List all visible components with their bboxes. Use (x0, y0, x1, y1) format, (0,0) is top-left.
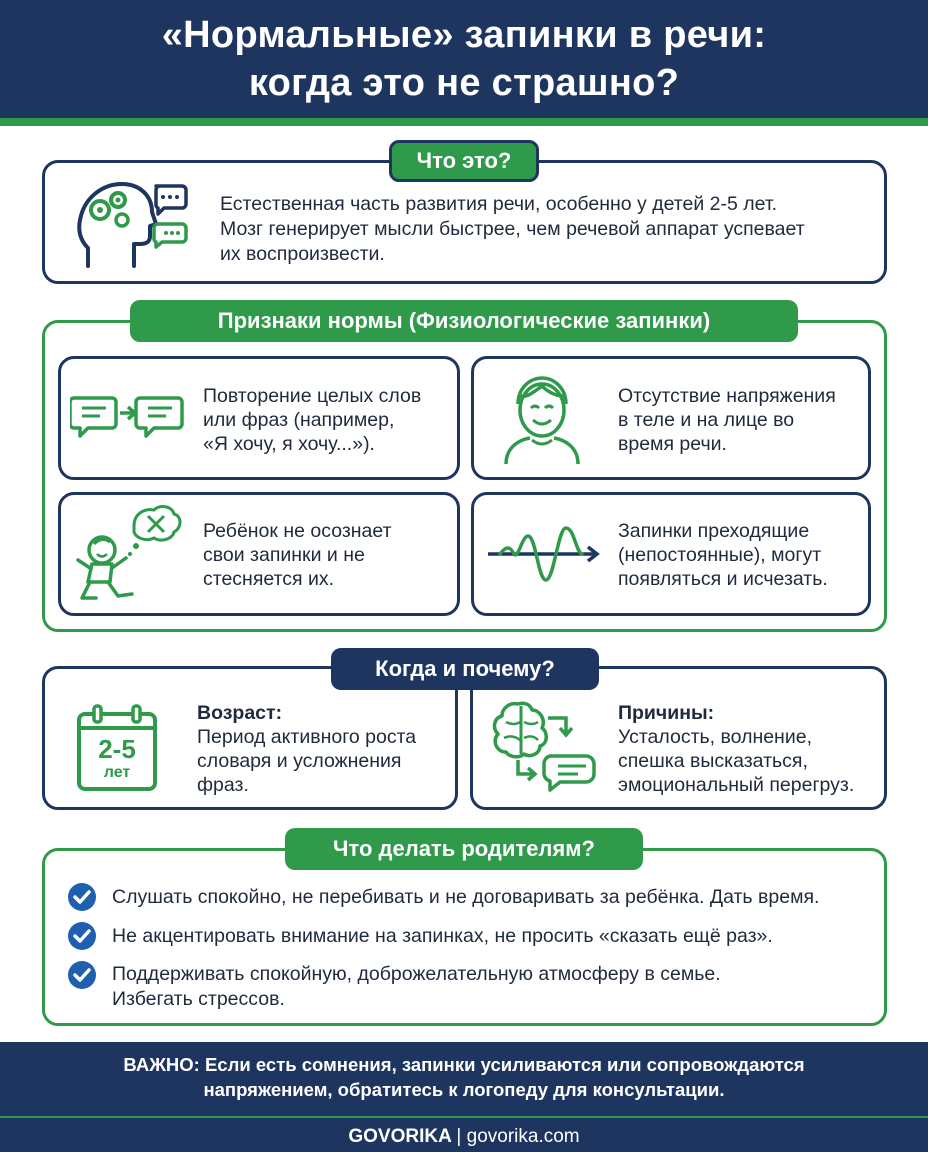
important-label: ВАЖНО: (123, 1054, 200, 1075)
what-text-line3: их воспроизвести. (220, 243, 385, 265)
sign-1-line1: Повторение целых слов (203, 385, 422, 407)
age-line3: фраз. (197, 774, 249, 796)
brand-name: GOVORIKA (348, 1126, 452, 1147)
check-icon (68, 883, 96, 911)
causes-heading: Причины: (618, 702, 715, 724)
check-icon (68, 961, 96, 989)
age-line1: Период активного роста (197, 726, 417, 748)
parents-item-3-line1: Поддерживать спокойную, доброжелательную… (112, 963, 721, 985)
parents-item-1: Слушать спокойно, не перебивать и не дог… (112, 886, 820, 908)
bubble-arrow-icon (70, 396, 184, 438)
what-text-line2: Мозг генерирует мысли быстрее, чем речев… (220, 218, 805, 240)
header-stripe (0, 118, 928, 126)
brand-site-link[interactable]: govorika.com (466, 1126, 580, 1147)
age-heading: Возраст: (197, 702, 283, 724)
calendar-icon: 2-5 лет (76, 704, 158, 792)
sign-3-line2: свои запинки и не (203, 544, 365, 566)
age-line2: словаря и усложнения (197, 750, 402, 772)
page-title-line1: «Нормальные» запинки в речи: (161, 14, 767, 56)
causes-line1: Усталость, волнение, (618, 726, 812, 748)
sign-3-line1: Ребёнок не осознает (203, 520, 392, 542)
sign-4-line1: Запинки преходящие (618, 520, 810, 542)
sign-4-line3: появляться и исчезать. (618, 568, 828, 590)
brain-chat-icon (492, 701, 596, 792)
what-pill: Что это? (389, 140, 539, 182)
page-title-line2: когда это не страшно? (248, 62, 680, 104)
wave-arrow-icon (488, 526, 600, 582)
causes-line3: эмоциональный перегруз. (618, 774, 855, 796)
footer-important-line1: ВАЖНО: Если есть сомнения, запинки усили… (0, 1054, 928, 1076)
signs-pill: Признаки нормы (Физиологические запинки) (130, 300, 798, 342)
parents-pill: Что делать родителям? (285, 828, 643, 870)
header-banner: «Нормальные» запинки в речи: когда это н… (0, 0, 928, 118)
sign-1-line3: «Я хочу, я хочу...»). (203, 433, 375, 455)
calendar-age-unit: лет (103, 764, 131, 781)
footer-divider (0, 1116, 928, 1118)
calendar-age-number: 2-5 (98, 734, 136, 764)
what-text-line1: Естественная часть развития речи, особен… (220, 193, 778, 215)
age-card (42, 666, 458, 810)
causes-line2: спешка высказаться, (618, 750, 808, 772)
important-text-line1: Если есть сомнения, запинки усиливаются … (204, 1054, 805, 1075)
sign-card-1 (58, 356, 460, 480)
sign-2-line1: Отсутствие напряжения (618, 385, 836, 407)
parents-item-3-line2: Избегать стрессов. (112, 988, 285, 1010)
calm-face-icon (504, 376, 580, 465)
playing-child-icon (76, 505, 182, 600)
when-pill: Когда и почему? (331, 648, 599, 690)
head-gears-icon (77, 182, 188, 268)
sign-4-line2: (непостоянные), могут (618, 544, 822, 566)
parents-section (42, 848, 887, 1026)
causes-card (470, 666, 887, 810)
sign-2-line2: в теле и на лице во (618, 409, 795, 431)
footer: ВАЖНО: Если есть сомнения, запинки усили… (0, 1042, 928, 1152)
footer-important-line2: напряжением, обратитесь к логопеду для к… (203, 1079, 725, 1100)
sign-1-line2: или фраз (например, (203, 409, 395, 431)
parents-item-2: Не акцентировать внимание на запинках, н… (112, 925, 773, 947)
sign-3-line3: стесняется их. (203, 568, 335, 590)
check-icon (68, 922, 96, 950)
footer-brand-line: GOVORIKA | govorika.com (0, 1126, 928, 1148)
sign-2-line3: время речи. (618, 433, 727, 455)
brand-separator: | (456, 1126, 462, 1147)
